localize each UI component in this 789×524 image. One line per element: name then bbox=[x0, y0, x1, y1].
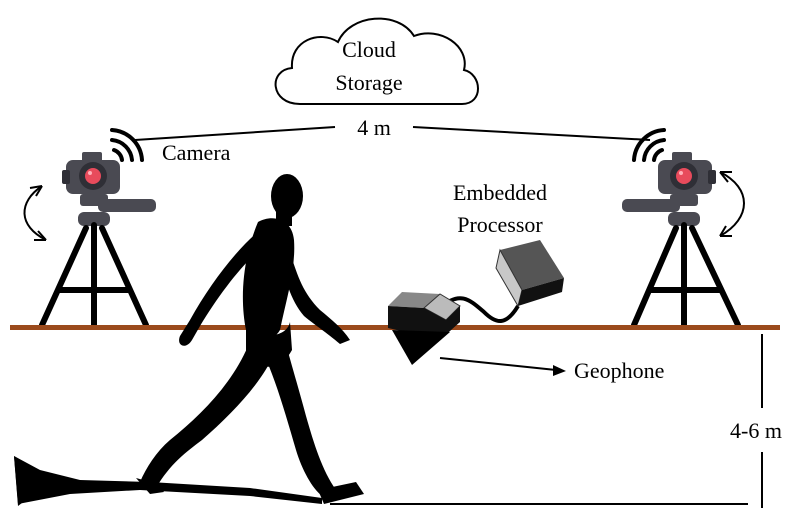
camera-distance-label: 4 m bbox=[357, 115, 391, 140]
right-tripod-icon bbox=[631, 222, 741, 328]
camera-distance-line-right bbox=[412, 126, 651, 141]
geophone-label: Geophone bbox=[574, 358, 664, 383]
walking-person-icon bbox=[136, 174, 364, 504]
processor-box-icon bbox=[495, 240, 564, 308]
cloud-icon bbox=[274, 17, 479, 105]
left-rotate-arrow-icon bbox=[23, 185, 47, 241]
right-camera-icon bbox=[622, 128, 716, 226]
cloud-label-line1: Cloud bbox=[342, 37, 396, 62]
geophone-icon bbox=[388, 292, 461, 365]
processor-label-line2: Processor bbox=[457, 212, 543, 237]
camera-distance-line-left bbox=[134, 126, 336, 141]
geophone-arrow-head bbox=[553, 365, 566, 376]
camera-label: Camera bbox=[162, 140, 231, 165]
depth-label: 4-6 m bbox=[730, 418, 782, 443]
geophone-arrow-line bbox=[439, 357, 557, 371]
left-tripod-icon bbox=[39, 222, 149, 328]
cloud-label-line2: Storage bbox=[335, 70, 402, 95]
right-rotate-arrow-icon bbox=[719, 171, 745, 237]
processor-cable bbox=[438, 296, 520, 323]
person-shadow bbox=[14, 456, 322, 506]
processor-label-line1: Embedded bbox=[453, 180, 547, 205]
left-camera-icon bbox=[62, 128, 156, 226]
